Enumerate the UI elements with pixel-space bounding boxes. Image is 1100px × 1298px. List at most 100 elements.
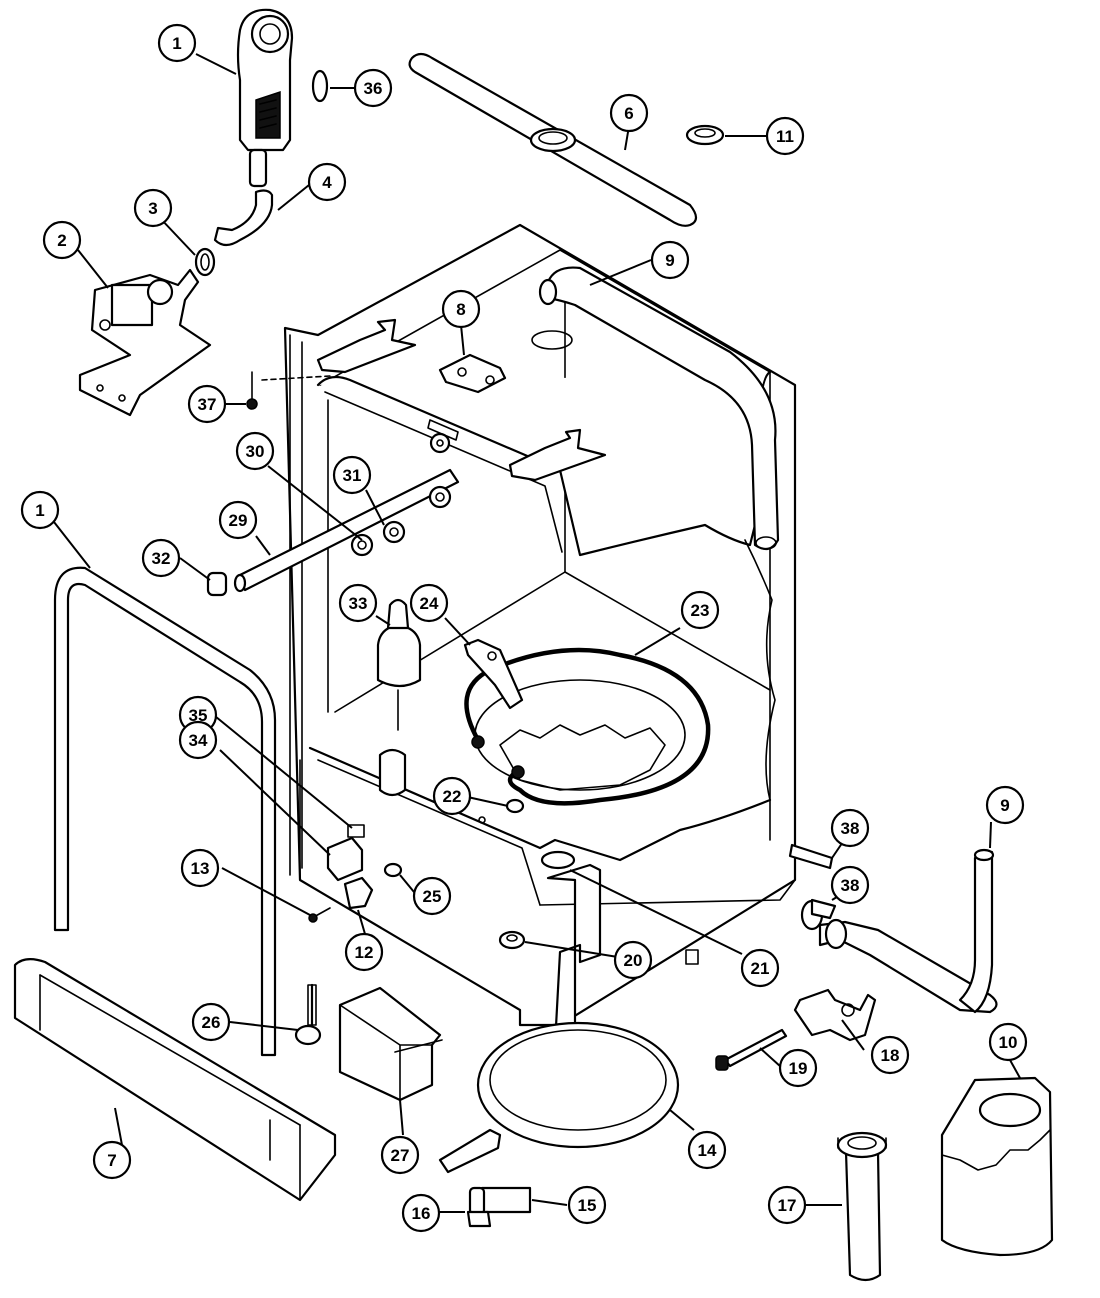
callout-6: 6 bbox=[609, 93, 649, 133]
callout-9-top-label: 9 bbox=[665, 251, 674, 270]
callout-21-label: 21 bbox=[751, 959, 770, 978]
callout-35-label: 37 bbox=[198, 395, 217, 414]
part-18-bracket bbox=[793, 988, 877, 1042]
callout-31-label: 32 bbox=[152, 549, 171, 568]
rollers bbox=[350, 432, 452, 557]
callout-20-label: 20 bbox=[624, 951, 643, 970]
part-26-leveling-leg bbox=[294, 983, 322, 1046]
part-21-bracket bbox=[540, 850, 602, 1052]
callout-36: 38 bbox=[830, 808, 870, 848]
part-25-nut bbox=[383, 862, 403, 878]
callout-5: 1 bbox=[157, 23, 197, 63]
callout-33-label: 34 bbox=[189, 731, 208, 750]
part-36-bracket bbox=[788, 843, 834, 870]
callout-38: 38 bbox=[830, 865, 870, 905]
callout-25: 25 bbox=[412, 876, 452, 916]
callout-15-label: 15 bbox=[578, 1196, 597, 1215]
callout-12-label: 12 bbox=[355, 943, 374, 962]
callout-31: 32 bbox=[141, 538, 181, 578]
callout-8: 8 bbox=[441, 289, 481, 329]
part-20-nut bbox=[498, 930, 526, 950]
callout-32-label: 33 bbox=[349, 594, 368, 613]
part-11-gasket bbox=[685, 124, 725, 146]
callout-7: 7 bbox=[92, 1140, 132, 1180]
part-7-kick-plate bbox=[13, 958, 337, 1202]
callout-20: 20 bbox=[613, 940, 653, 980]
callout-35: 37 bbox=[187, 384, 227, 424]
part-3-clamp bbox=[194, 247, 216, 277]
part-5-fill-funnel bbox=[236, 8, 294, 188]
callout-38-label: 38 bbox=[841, 876, 860, 895]
callout-28-label: 29 bbox=[229, 511, 248, 530]
callout-24: 24 bbox=[409, 583, 449, 623]
part-38-hose-clamp bbox=[800, 898, 837, 931]
part-9-upper-fill-tube bbox=[538, 266, 780, 551]
callout-17-label: 17 bbox=[778, 1196, 797, 1215]
callout-18-label: 18 bbox=[881, 1046, 900, 1065]
callout-9-top: 9 bbox=[650, 240, 690, 280]
part-33-switch bbox=[326, 836, 364, 882]
part-19-screw bbox=[715, 1028, 788, 1071]
callout-26: 26 bbox=[191, 1002, 231, 1042]
part-1-door-gasket bbox=[53, 566, 277, 1057]
part-2-water-valve bbox=[78, 268, 212, 417]
callout-32: 33 bbox=[338, 583, 378, 623]
callout-23-label: 23 bbox=[691, 601, 710, 620]
part-14-clamp-ring bbox=[438, 1021, 680, 1174]
callout-10-label: 10 bbox=[999, 1033, 1018, 1052]
callout-19-label: 19 bbox=[789, 1059, 808, 1078]
callout-15: 15 bbox=[567, 1185, 607, 1225]
callout-14: 14 bbox=[687, 1130, 727, 1170]
float-housing bbox=[378, 748, 407, 797]
part-27-junction-box bbox=[338, 986, 443, 1102]
callout-10: 10 bbox=[988, 1022, 1028, 1062]
part-10-cover bbox=[940, 1076, 1054, 1257]
callout-11-label: 11 bbox=[776, 127, 794, 146]
callout-13: 13 bbox=[180, 848, 220, 888]
callout-37: 36 bbox=[353, 68, 393, 108]
callout-7-label: 7 bbox=[107, 1151, 116, 1170]
callout-9-bottom-label: 9 bbox=[1000, 796, 1009, 815]
part-24-bracket bbox=[463, 638, 524, 710]
part-8-bracket bbox=[438, 353, 507, 394]
callout-22-label: 22 bbox=[443, 787, 462, 806]
callout-30: 31 bbox=[332, 455, 372, 495]
part-34-bracket bbox=[347, 824, 365, 838]
callout-34-label: 35 bbox=[189, 706, 208, 725]
callout-27: 27 bbox=[380, 1135, 420, 1175]
part-17-filter-tube bbox=[836, 1131, 888, 1282]
callout-11: 11 bbox=[765, 116, 805, 156]
callout-14-label: 14 bbox=[698, 1141, 717, 1160]
rack-bracket-left bbox=[316, 318, 417, 374]
callout-3: 3 bbox=[133, 188, 173, 228]
callout-27-label: 27 bbox=[391, 1146, 410, 1165]
part-13-screw bbox=[308, 907, 331, 923]
part-9-drain-hose bbox=[818, 848, 998, 1014]
sump-area bbox=[474, 679, 686, 791]
element-terminals bbox=[471, 735, 525, 779]
callout-4-label: 4 bbox=[322, 173, 332, 192]
callout-33: 34 bbox=[178, 720, 218, 760]
callout-36-label: 38 bbox=[841, 819, 860, 838]
part-12-clip bbox=[343, 876, 374, 910]
callout-29-label: 30 bbox=[246, 442, 265, 461]
callout-23: 23 bbox=[680, 590, 720, 630]
callout-2-label: 2 bbox=[57, 231, 66, 250]
callout-8-label: 8 bbox=[456, 300, 465, 319]
callout-28: 29 bbox=[218, 500, 258, 540]
callout-24-label: 24 bbox=[420, 594, 439, 613]
callout-19: 19 bbox=[778, 1048, 818, 1088]
part-15-valve bbox=[468, 1186, 532, 1216]
part-35-screw bbox=[246, 371, 331, 410]
tub-assembly bbox=[283, 223, 797, 1027]
callout-18: 18 bbox=[870, 1035, 910, 1075]
callout-16-label: 16 bbox=[412, 1204, 431, 1223]
part-31-end-cap bbox=[206, 571, 228, 597]
callout-12: 12 bbox=[344, 932, 384, 972]
callout-17: 17 bbox=[767, 1185, 807, 1225]
callout-30-label: 31 bbox=[343, 466, 362, 485]
callout-25-label: 25 bbox=[423, 887, 442, 906]
callout-9-bottom: 9 bbox=[985, 785, 1025, 825]
callout-5-label: 1 bbox=[172, 34, 181, 53]
